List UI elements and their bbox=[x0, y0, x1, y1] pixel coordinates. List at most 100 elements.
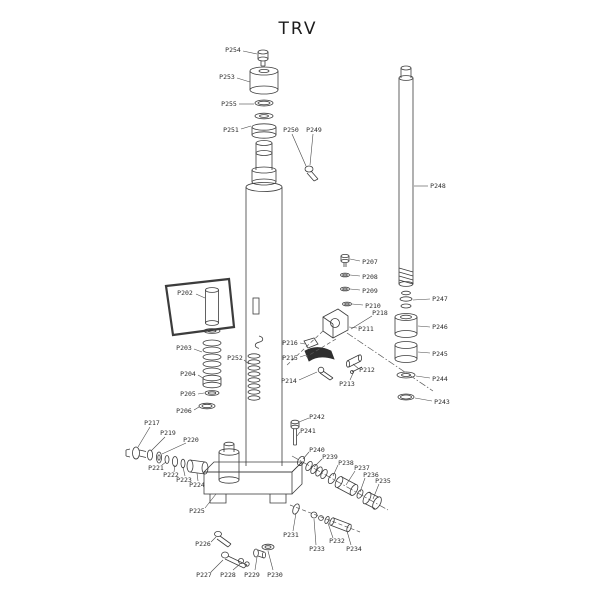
part-label-p207: P207 bbox=[362, 258, 378, 266]
part-label-p211: P211 bbox=[358, 325, 374, 333]
part-label-p233: P233 bbox=[309, 545, 325, 553]
part-p246-cup bbox=[394, 313, 418, 338]
part-label-p218: P218 bbox=[372, 309, 388, 317]
leader-p239 bbox=[313, 458, 323, 468]
part-label-p240: P240 bbox=[309, 446, 325, 454]
part-p245-cup bbox=[394, 341, 418, 363]
part-p215-lever bbox=[304, 347, 335, 362]
leader-p229 bbox=[254, 556, 258, 571]
leader-p232 bbox=[327, 522, 334, 539]
part-label-p203: P203 bbox=[176, 344, 192, 352]
leader-p249 bbox=[309, 133, 314, 166]
part-label-p227: P227 bbox=[196, 571, 212, 579]
part-p232-ring bbox=[324, 516, 330, 524]
part-label-p226: P226 bbox=[195, 540, 211, 548]
part-label-p220: P220 bbox=[183, 436, 199, 444]
leader-p241 bbox=[296, 431, 301, 437]
leader-p236 bbox=[359, 477, 366, 493]
part-p240-ring bbox=[297, 455, 305, 467]
part-p255-oring bbox=[254, 99, 274, 107]
assembly-link-line bbox=[305, 338, 337, 358]
leader-p209 bbox=[349, 288, 361, 291]
leader-p252 bbox=[243, 359, 250, 365]
leader-p228 bbox=[232, 563, 241, 571]
part-p223-ring bbox=[180, 458, 186, 469]
part-p231-ring bbox=[292, 503, 300, 515]
leader-p204 bbox=[197, 374, 204, 379]
part-label-p234: P234 bbox=[346, 545, 362, 553]
leader-p218 bbox=[350, 315, 373, 330]
part-label-p248: P248 bbox=[430, 182, 446, 190]
part-p211-bracket bbox=[322, 308, 349, 339]
part-p209-ring bbox=[340, 286, 350, 292]
part-p241-screw bbox=[290, 419, 300, 446]
leader-lines bbox=[137, 50, 433, 573]
part-p251-washers bbox=[251, 112, 277, 139]
part-label-p217: P217 bbox=[144, 419, 160, 427]
leader-p215 bbox=[299, 354, 307, 358]
part-label-p221: P221 bbox=[148, 464, 164, 472]
part-label-p213: P213 bbox=[339, 380, 355, 388]
leader-p202 bbox=[195, 293, 206, 299]
part-p253-cap bbox=[249, 66, 279, 95]
part-label-p253: P253 bbox=[219, 73, 235, 81]
leader-p221 bbox=[161, 461, 167, 466]
leader-p224 bbox=[196, 472, 199, 482]
part-label-p230: P230 bbox=[267, 571, 283, 579]
part-p227-screw bbox=[221, 551, 248, 569]
part-p239-spring bbox=[305, 461, 328, 479]
part-p233-balls bbox=[310, 511, 324, 521]
leader-p253 bbox=[236, 77, 251, 83]
part-label-p250: P250 bbox=[283, 126, 299, 134]
leader-p230 bbox=[267, 550, 274, 571]
part-p228-balls bbox=[237, 558, 250, 567]
leader-p207 bbox=[349, 258, 361, 262]
part-label-p208: P208 bbox=[362, 273, 378, 281]
leader-p231 bbox=[292, 512, 297, 532]
leader-p235 bbox=[372, 483, 380, 500]
part-label-p228: P228 bbox=[220, 571, 236, 579]
leader-p244 bbox=[415, 375, 431, 379]
leader-p213 bbox=[349, 370, 355, 381]
leader-p205 bbox=[197, 392, 205, 395]
part-p202-pin bbox=[203, 287, 221, 334]
part-p219-ring bbox=[146, 449, 153, 461]
leader-p237 bbox=[345, 470, 356, 486]
part-p214-pin bbox=[317, 366, 334, 381]
part-p243-ring bbox=[397, 393, 415, 401]
part-label-p242: P242 bbox=[309, 413, 325, 421]
base-block bbox=[203, 461, 303, 504]
valve-axis-line-2 bbox=[289, 504, 361, 533]
leader-p251 bbox=[240, 125, 252, 130]
part-label-p251: P251 bbox=[223, 126, 239, 134]
part-p235-plug bbox=[362, 491, 382, 510]
part-p224-sleeve bbox=[186, 459, 209, 475]
part-label-p252: P252 bbox=[227, 354, 243, 362]
part-p238-washer bbox=[327, 472, 337, 485]
diagram-title: TRV bbox=[278, 19, 318, 39]
leader-p242 bbox=[298, 417, 310, 423]
part-label-p249: P249 bbox=[306, 126, 322, 134]
part-label-p205: P205 bbox=[180, 390, 196, 398]
leader-p222 bbox=[173, 464, 176, 473]
part-p217-valve-screw bbox=[125, 446, 147, 460]
part-label-p247: P247 bbox=[432, 295, 448, 303]
part-label-p245: P245 bbox=[432, 350, 448, 358]
part-label-p235: P235 bbox=[375, 477, 391, 485]
part-label-p254: P254 bbox=[225, 46, 241, 54]
part-p204-cup bbox=[202, 374, 222, 389]
leader-p225 bbox=[204, 493, 217, 509]
part-label-p246: P246 bbox=[432, 323, 448, 331]
part-label-p215: P215 bbox=[282, 354, 298, 362]
leader-p206 bbox=[193, 406, 200, 411]
part-label-p237: P237 bbox=[354, 464, 370, 472]
leader-p254 bbox=[242, 50, 258, 55]
leader-p243 bbox=[414, 397, 433, 402]
part-label-p209: P209 bbox=[362, 287, 378, 295]
part-label-p243: P243 bbox=[434, 398, 450, 406]
pump-cylinder bbox=[218, 441, 240, 484]
leader-p203 bbox=[193, 348, 203, 353]
